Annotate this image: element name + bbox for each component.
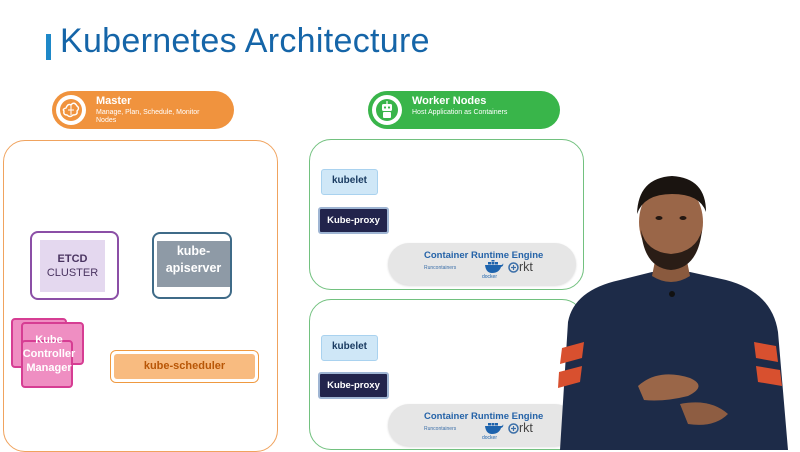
master-subtitle: Manage, Plan, Schedule, Monitor Nodes [96, 109, 200, 125]
etcd-cluster-label: CLUSTER [46, 267, 99, 279]
master-subtitle-line: Manage, Plan, Schedule, Monitor [96, 109, 200, 116]
kube-apiserver-label: apiserver [165, 261, 222, 275]
robot-icon [372, 95, 402, 125]
master-title: Master [96, 95, 132, 107]
kube-apiserver-box [152, 232, 232, 299]
etcd-cluster-box [30, 231, 119, 300]
worker-header-pill: Worker Nodes Host Application as Contain… [368, 91, 560, 129]
kube-apiserver-fill [157, 241, 230, 287]
kube-scheduler-label: kube-scheduler [143, 360, 226, 372]
worker-title: Worker Nodes [412, 95, 487, 107]
docker-label: docker [482, 435, 498, 441]
kubelet-box: kubelet [321, 335, 378, 361]
title-accent-bar [46, 34, 51, 60]
docker-whale-icon [485, 423, 504, 434]
controller-manager-label: Kube [35, 334, 63, 346]
rkt-logo-icon [508, 423, 519, 434]
docker-label: docker [482, 274, 498, 280]
kube-apiserver-label: kube- [176, 244, 211, 258]
worker-subtitle: Host Application as Containers [412, 109, 508, 116]
rkt-logo-icon [508, 262, 519, 273]
page-title: Kubernetes Architecture [60, 22, 430, 60]
presenter-figure [558, 176, 788, 450]
kube-scheduler-fill [114, 354, 255, 379]
brain-icon [56, 95, 86, 125]
rkt-label: rkt [519, 421, 533, 435]
docker-whale-icon [485, 260, 504, 273]
etcd-cluster-fill [40, 240, 105, 292]
kube-proxy-box: Kube-proxy [318, 207, 389, 234]
container-runtime-engine: Container Runtime Engine Runcontainers d… [388, 404, 576, 446]
runtime-subtitle: Runcontainers [424, 426, 457, 432]
kube-scheduler-box [110, 350, 259, 383]
controller-manager-card [21, 340, 73, 388]
kubelet-box: kubelet [321, 169, 378, 195]
container-runtime-engine: Container Runtime Engine Runcontainers d… [388, 243, 576, 285]
etcd-label: ETCD [57, 253, 88, 265]
controller-manager-label: Controller [22, 348, 76, 360]
runtime-title: Container Runtime Engine [424, 411, 544, 422]
worker-node-box [309, 139, 584, 290]
controller-manager-label: Manager [26, 362, 72, 374]
runtime-title: Container Runtime Engine [424, 250, 544, 261]
master-header-pill: Master Manage, Plan, Schedule, Monitor N… [52, 91, 234, 129]
master-subtitle-line: Nodes [96, 117, 117, 124]
rkt-label: rkt [519, 260, 533, 274]
kube-proxy-box: Kube-proxy [318, 372, 389, 399]
runtime-subtitle: Runcontainers [424, 265, 457, 271]
